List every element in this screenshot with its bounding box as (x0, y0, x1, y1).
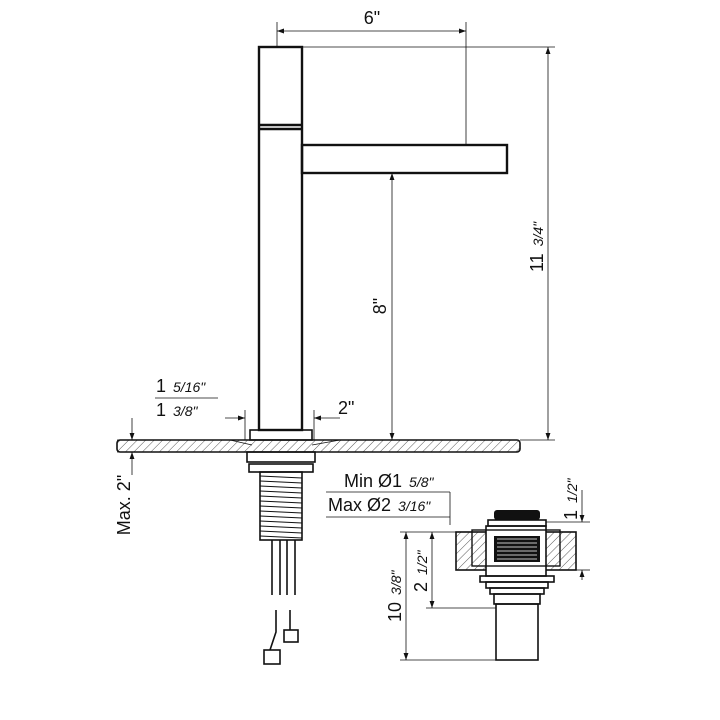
svg-text:1 1/2": 1 1/2" (561, 478, 581, 520)
drain-nut (479, 575, 555, 605)
dimension-drain-mid: 2 1/2" (411, 531, 496, 609)
threaded-shank (259, 471, 303, 541)
svg-text:Max Ø2 3/16": Max Ø2 3/16" (328, 495, 431, 515)
dimension-max-deck: Max. 2" (114, 418, 140, 535)
dimension-total-height: 11 3/4" (302, 46, 555, 441)
dim-base-a-whole: 1 (156, 376, 166, 396)
dim-drain-total-frac: 3/8" (388, 570, 404, 595)
dim-base-b-frac: 3/8" (173, 403, 198, 419)
dim-base-b-whole: 1 (156, 400, 166, 420)
dimension-base-width: 1 5/16" 1 3/8" 2" (155, 376, 354, 446)
svg-text:10 3/8": 10 3/8" (385, 570, 405, 622)
dim-drain-mid-whole: 2 (411, 582, 431, 592)
dim-base-a-frac: 5/16" (173, 379, 206, 395)
faucet-base-ring (249, 429, 313, 441)
dim-drain-top-frac: 1/2" (564, 478, 580, 503)
drain-tailpiece (495, 603, 539, 661)
faucet-body (257, 45, 304, 432)
svg-text:11 3/4": 11 3/4" (527, 221, 547, 272)
svg-text:Min Ø1 5/8": Min Ø1 5/8" (344, 471, 434, 491)
dimension-drain-top: 1 1/2" (546, 478, 590, 580)
dim-total-height-frac: 3/4" (530, 221, 546, 246)
supply-hoses (263, 540, 299, 665)
dimension-drain-total: 10 3/8" (385, 531, 496, 661)
mounting-nut (246, 451, 316, 473)
countertop-section (116, 439, 521, 453)
svg-text:1 3/8": 1 3/8" (156, 400, 198, 420)
dim-total-height-whole: 11 (527, 253, 547, 272)
dim-hole-max-text: Max Ø2 (328, 495, 391, 515)
drain-detail: Min Ø1 5/8" Max Ø2 3/16" (326, 471, 590, 661)
dim-hole-max-frac: 3/16" (398, 498, 431, 514)
dim-drain-total-whole: 10 (385, 602, 405, 622)
dim-hole-min-frac: 5/8" (409, 474, 434, 490)
dimension-spout-height: 8" (370, 173, 395, 440)
dimension-spout-reach: 6" (276, 8, 467, 145)
drain-stopper (487, 510, 547, 562)
dim-drain-mid-frac: 1/2" (414, 550, 430, 575)
dim-spout-height-label: 8" (370, 298, 390, 314)
svg-text:2 1/2": 2 1/2" (411, 550, 431, 592)
faucet-spout (300, 143, 509, 175)
svg-text:1 5/16": 1 5/16" (156, 376, 206, 396)
dim-thread-label: 2" (338, 398, 354, 418)
dim-max-deck-label: Max. 2" (114, 475, 134, 535)
dim-drain-top-whole: 1 (561, 510, 581, 520)
dim-hole-min-text: Min Ø1 (344, 471, 402, 491)
dim-spout-reach-label: 6" (364, 8, 380, 28)
